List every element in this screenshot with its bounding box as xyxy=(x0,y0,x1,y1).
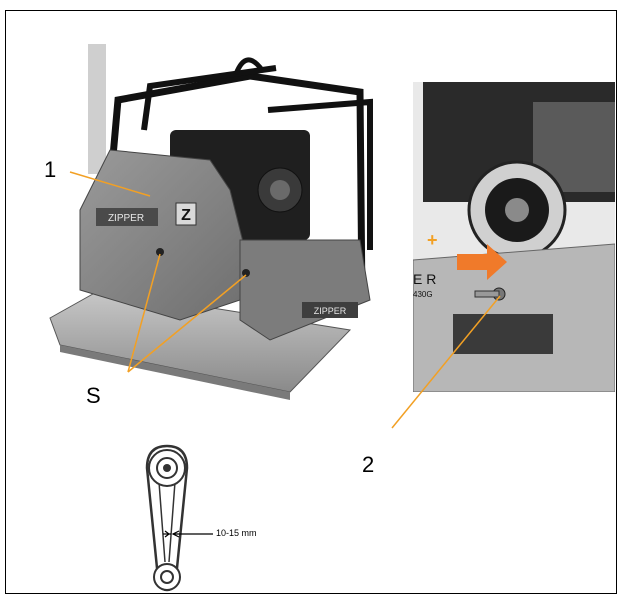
lifting-hook xyxy=(233,57,265,75)
handle-pole xyxy=(88,44,106,174)
pulley-detail-photo: + E R 430G xyxy=(413,82,615,392)
belt-measurement-label: 10-15 mm xyxy=(216,528,257,538)
callout-line-1 xyxy=(69,171,151,197)
logo-letter: Z xyxy=(181,207,191,224)
brand-plate-side xyxy=(302,302,358,318)
brand-plate-main xyxy=(96,208,158,226)
compactor-photo: Z ZIPPER ZIPPER xyxy=(49,44,373,400)
callout-line-s-left xyxy=(127,253,161,373)
model-fragment: E R xyxy=(413,271,436,287)
belt-strands xyxy=(158,481,176,563)
callout-label-s: S xyxy=(86,383,101,408)
brand-text-side: ZIPPER xyxy=(314,306,347,316)
screw-s-left xyxy=(156,248,164,256)
lower-pulley xyxy=(153,563,181,591)
plus-sign: + xyxy=(427,230,438,250)
model-code: 430G xyxy=(413,290,433,299)
base-plate xyxy=(49,289,352,393)
screw-s-right xyxy=(242,269,250,277)
tension-direction-arrow xyxy=(457,244,507,280)
side-body xyxy=(239,239,371,341)
callout-line-s-right xyxy=(127,274,247,373)
callout-label-2: 2 xyxy=(362,452,375,477)
logo-square xyxy=(175,202,197,226)
brand-text-main: ZIPPER xyxy=(108,213,144,224)
callout-label-1: 1 xyxy=(44,157,57,182)
belt-tension-diagram xyxy=(145,444,213,592)
plate-edge xyxy=(60,345,290,400)
callout-line-2 xyxy=(391,295,501,429)
roll-frame xyxy=(106,72,366,303)
